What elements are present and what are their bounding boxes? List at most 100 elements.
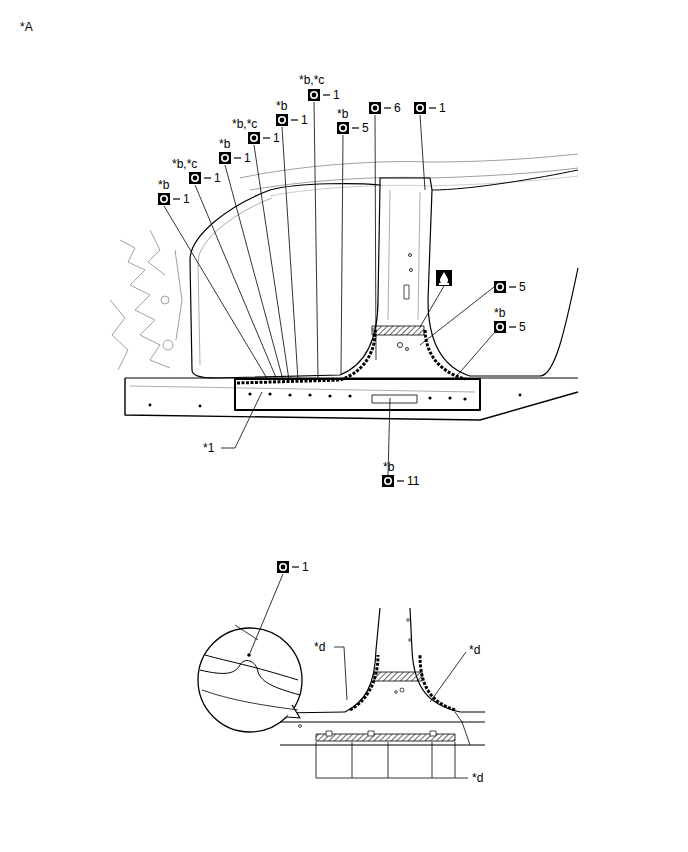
illustration-part	[374, 672, 422, 681]
illustration-part	[250, 168, 578, 190]
callout-icons	[158, 89, 506, 573]
illustration-part	[314, 102, 318, 378]
illustration-part	[429, 107, 436, 108]
illustration-part	[328, 394, 331, 397]
callout-label: 1	[439, 101, 446, 115]
illustration-part	[308, 89, 320, 101]
illustration-part	[352, 127, 359, 128]
illustration-part	[299, 725, 302, 728]
illustration-part	[398, 343, 403, 348]
illustration-part	[375, 115, 376, 360]
illustration-part	[199, 405, 202, 408]
illustration-part	[430, 652, 466, 702]
callout-label: *b,*c	[232, 117, 257, 131]
callout-label: *d	[472, 771, 483, 785]
illustration-part	[455, 333, 494, 378]
illustration-part	[247, 653, 251, 657]
callout-label: 1	[301, 113, 308, 127]
illustration-part	[519, 394, 522, 397]
illustration-part	[494, 281, 506, 293]
illustration-part	[173, 198, 180, 199]
illustration-part	[221, 392, 262, 448]
sealer-icon	[436, 270, 452, 286]
illustration-part	[384, 107, 391, 108]
illustration-part	[248, 132, 260, 144]
illustration-part	[110, 230, 182, 370]
illustration-part	[341, 135, 343, 374]
illustration-part	[420, 287, 494, 345]
callout-label: 1	[244, 151, 251, 165]
illustration-part	[200, 661, 300, 695]
illustration-part	[288, 393, 291, 396]
illustration-part	[277, 561, 289, 573]
illustration-part	[420, 115, 425, 190]
callout-label: 5	[519, 280, 526, 294]
illustration-part	[414, 102, 426, 114]
illustration-part	[280, 722, 485, 745]
callout-label: 1	[214, 171, 221, 185]
body-side-detail	[198, 574, 485, 745]
illustration-part	[276, 114, 288, 126]
callout-label: 1	[302, 560, 309, 574]
illustration-part	[198, 628, 302, 732]
callout-label: *b	[383, 460, 394, 474]
illustration-part	[455, 712, 470, 745]
illustration-part	[382, 475, 394, 487]
callout-label: 6	[394, 101, 401, 115]
illustration-part	[202, 690, 298, 710]
illustration-part	[410, 269, 413, 272]
illustration-part	[509, 326, 516, 327]
illustration-part	[430, 731, 436, 736]
callout-label: 1	[273, 131, 280, 145]
illustration-part	[440, 272, 448, 284]
callout-label: *b,*c	[172, 157, 197, 171]
illustration-part	[463, 397, 466, 400]
illustration-part	[326, 731, 332, 736]
illustration-part	[235, 625, 258, 640]
illustration-part	[205, 655, 298, 680]
illustration-part	[248, 392, 251, 395]
callout-label: *1	[203, 441, 214, 455]
illustration-part	[190, 184, 380, 378]
illustration-part	[350, 655, 455, 710]
illustration-part	[406, 348, 409, 351]
illustration-part	[130, 386, 475, 392]
illustration-part	[388, 190, 420, 320]
illustration-part	[509, 286, 516, 287]
illustration-part	[263, 137, 270, 138]
illustration-part	[448, 396, 451, 399]
illustration-part	[282, 127, 298, 380]
illustration-part	[352, 742, 353, 778]
callout-label: 1	[183, 192, 190, 206]
illustration-part	[161, 296, 169, 304]
illustration-part	[334, 647, 347, 700]
callout-label: *b	[158, 178, 169, 192]
callout-label: *A	[20, 20, 33, 34]
callout-label: 1	[333, 88, 340, 102]
illustration-part	[316, 742, 468, 778]
illustration-part	[308, 393, 311, 396]
body-side-upper	[110, 154, 578, 420]
callout-label: *d	[314, 640, 325, 654]
illustration-part	[323, 94, 330, 95]
illustration-part	[287, 705, 300, 718]
illustration-part	[428, 396, 431, 399]
illustration-part	[428, 190, 578, 376]
illustration-part	[280, 712, 485, 713]
illustration-part	[164, 206, 268, 380]
illustration-part	[225, 165, 283, 380]
callout-label: 11	[407, 474, 419, 488]
callout-label: *b	[494, 306, 505, 320]
illustration-part	[409, 639, 412, 642]
illustration-part	[250, 574, 283, 653]
illustration-part	[439, 283, 449, 285]
illustration-part	[404, 285, 409, 299]
illustration-part	[268, 392, 271, 395]
illustration-part	[436, 270, 452, 286]
illustration-part	[494, 321, 506, 333]
illustration-part	[163, 340, 173, 350]
illustration-part	[149, 392, 522, 407]
illustration-part	[410, 608, 460, 712]
illustration-part	[369, 102, 381, 114]
